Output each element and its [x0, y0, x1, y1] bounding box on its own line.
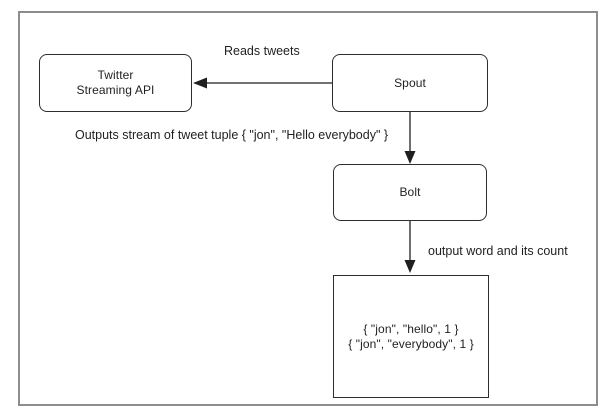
node-twitter-streaming-api: Twitter Streaming API — [39, 54, 192, 112]
tuple-line: { "jon", "everybody", 1 } — [348, 336, 474, 351]
diagram-frame — [18, 11, 598, 406]
tuple-line: { "jon", "hello", 1 } — [363, 321, 459, 336]
node-bolt: Bolt — [333, 164, 487, 221]
edge-label-reads-tweets: Reads tweets — [224, 44, 300, 58]
edge-label-output-word-count: output word and its count — [428, 244, 568, 258]
node-output-tuples: { "jon", "hello", 1 } { "jon", "everybod… — [333, 275, 489, 398]
node-spout: Spout — [332, 54, 488, 112]
node-label: Bolt — [399, 185, 421, 199]
node-label: Spout — [394, 75, 426, 90]
node-label-line: Twitter — [97, 68, 134, 82]
edge-label-outputs-stream: Outputs stream of tweet tuple { "jon", "… — [75, 128, 389, 142]
node-label-line: Streaming API — [76, 83, 155, 97]
